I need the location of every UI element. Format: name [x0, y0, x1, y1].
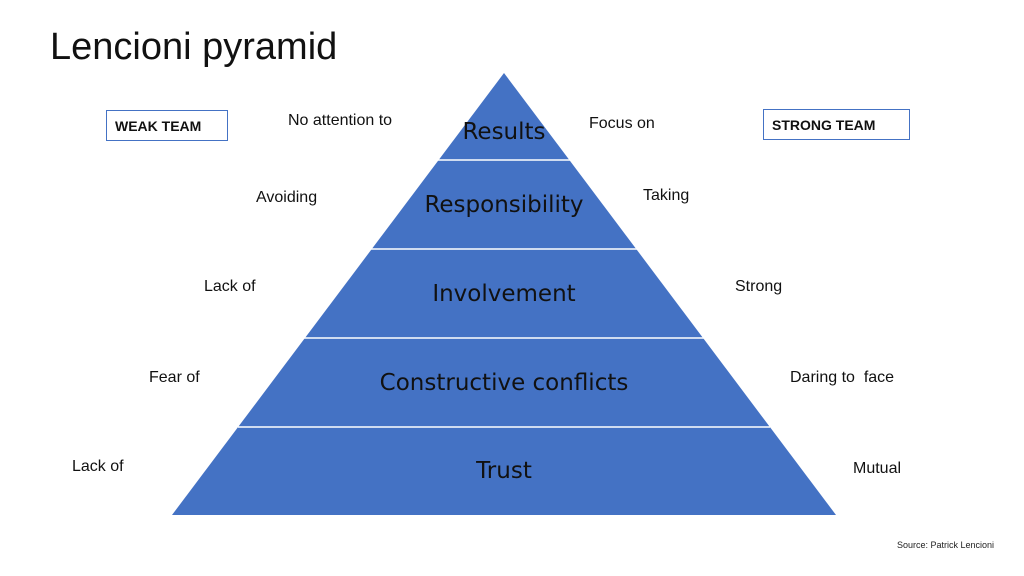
weak-label-responsibility: Avoiding	[256, 189, 318, 206]
level-label-trust: Trust	[475, 458, 532, 484]
weak-label-involvement: Lack of	[204, 278, 256, 295]
page-title: Lencioni pyramid	[50, 26, 338, 68]
strong-team-box: STRONG TEAM	[763, 109, 910, 140]
strong-label-responsibility: Taking	[643, 187, 690, 204]
weak-label-constructive-conflicts: Fear of	[149, 369, 200, 386]
weak-label-trust: Lack of	[72, 458, 124, 475]
level-label-involvement: Involvement	[432, 281, 575, 307]
level-label-responsibility: Responsibility	[424, 192, 583, 218]
strong-label-involvement: Strong	[735, 278, 783, 295]
weak-team-box: WEAK TEAM	[106, 110, 228, 141]
source-note: Source: Patrick Lencioni	[896, 540, 994, 550]
strong-label-results: Focus on	[589, 115, 655, 132]
level-label-results: Results	[462, 119, 545, 145]
level-label-constructive-conflicts: Constructive conflicts	[380, 370, 629, 396]
strong-label-constructive-conflicts: Daring to face	[790, 369, 895, 386]
strong-team-label: STRONG TEAM	[772, 116, 876, 133]
weak-label-results: No attention to	[288, 112, 393, 129]
strong-label-trust: Mutual	[853, 460, 902, 477]
weak-team-label: WEAK TEAM	[115, 117, 202, 134]
pyramid-shape	[172, 73, 836, 515]
